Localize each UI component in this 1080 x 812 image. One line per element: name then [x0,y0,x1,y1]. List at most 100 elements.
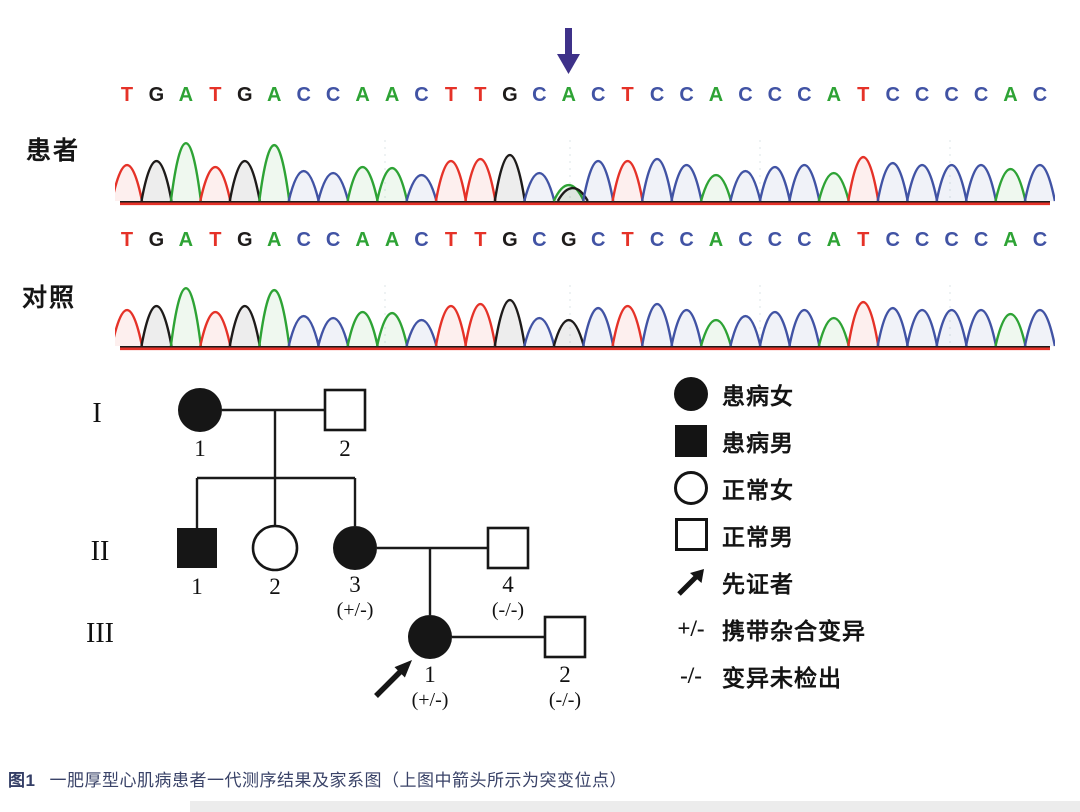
chromatogram-peak [556,186,589,202]
member-II4-genotype: (-/-) [492,599,524,621]
chromatogram-peak [317,171,350,202]
chromatogram-peak [670,164,703,202]
sequence-base-letter: A [826,229,842,251]
sequence-base-letter: C [944,229,959,251]
sequence-base-letter: T [444,84,458,106]
sequence-base-letter: G [237,229,253,251]
sequence-base-letter: C [296,84,311,106]
legend-label: 患病女 [722,382,794,409]
sequence-base-letter: C [296,229,311,251]
legend-label: 正常男 [722,523,794,550]
member-I1-number: 1 [194,436,206,461]
member-II1-number: 1 [191,574,203,599]
chromatogram-peak [758,311,792,347]
chromatogram-peak [523,171,556,202]
member-III2-number: 2 [559,662,571,687]
chromatogram-peak [169,142,203,202]
member-II4-number: 4 [502,572,514,597]
chromatogram-peak [346,166,379,202]
figure-number: 图1 [8,771,36,790]
chromatogram-peak [434,160,468,202]
chromatogram-peak [964,164,998,202]
chromatogram-peak [405,173,438,202]
sequence-base-letter: C [649,84,665,106]
pedigree-lines [195,408,545,639]
sequence-base-letter: C [414,229,429,251]
chromatogram-peak [346,311,379,347]
member-II4-normal-male [486,526,530,570]
figure-caption-text: 一肥厚型心肌病患者一代测序结果及家系图（上图中箭头所示为突变位点） [49,771,627,790]
sequence-base-letter: C [532,229,547,251]
chromatogram-peak [552,318,585,347]
sequence-base-letter: C [679,84,694,106]
sequence-base-letter: C [325,229,341,251]
sequence-base-letter: C [590,229,606,251]
chromatogram-peak [228,160,261,202]
chromatogram-peak [493,298,526,347]
legend-label: 正常女 [722,476,794,503]
sequence-base-letter: C [414,84,429,106]
member-II3-affected-female [333,526,377,570]
chromatogram-peak [640,157,674,202]
chromatogram-peak [817,316,850,347]
legend-item-affected-male: 患病男 [660,417,990,464]
chromatogram-peak [317,316,350,347]
sequence-base-letter: C [679,229,694,251]
sequence-base-letter: A [708,84,724,106]
chromatogram-peak [523,316,556,347]
chromatogram-peak [199,166,232,202]
chromatogram-peak [611,160,644,202]
member-III1-affected-female-proband [408,615,452,659]
chromatogram-peak [994,167,1027,202]
sequence-base-letter: A [267,229,282,251]
sequence-base-letter: A [355,84,370,106]
member-II1-affected-male [177,528,217,568]
chromatogram-peak [699,173,733,202]
sequence-base-letter: G [502,229,518,251]
patient-chromatogram [110,138,1057,208]
sequence-base-letter: A [561,84,576,106]
chromatogram-peak [405,318,438,347]
sequence-base-letter: C [944,84,959,106]
sequence-base-letter: T [209,229,222,251]
chromatogram-peak [199,311,232,347]
sequence-base-letter: A [384,84,400,106]
sequence-base-letter: G [148,229,165,251]
sequence-base-letter: A [708,229,724,251]
sequence-base-letter: C [325,84,341,106]
bottom-edge-strip [190,801,1080,812]
sequence-base-letter: C [885,229,900,251]
generation-label-I: I [92,398,101,429]
chromatogram-peak [464,157,497,202]
chromatogram-peak [964,309,998,347]
proband-arrow-icon [374,660,412,698]
member-II3-genotype: (+/-) [337,599,374,621]
sequence-base-letter: T [621,229,634,251]
sequence-base-letter: A [384,229,400,251]
chromatogram-peak [640,302,674,347]
legend-item-affected-female: 患病女 [660,370,990,417]
chromatogram-peak [847,155,880,202]
chromatogram-peak [258,289,291,347]
sequence-base-letter: T [474,229,487,251]
legend-item-proband: 先证者 [660,558,990,605]
chromatogram-peak [876,307,909,347]
chromatogram-peak [994,312,1027,347]
filled-circle-icon [674,376,708,411]
sequence-base-letter: A [178,229,194,251]
chromatogram-peak [493,153,526,202]
sequence-base-letter: A [355,229,370,251]
chromatogram-peak [935,309,968,347]
sequence-base-letter: C [590,84,606,106]
sequence-base-letter: T [209,84,222,106]
sequence-base-letter: C [797,229,812,251]
legend-item-normal-female: 正常女 [660,464,990,511]
sequence-base-letter: C [1032,84,1048,106]
chromatogram-peak [788,164,821,202]
sequence-base-letter: C [885,84,900,106]
member-I2-number: 2 [339,436,351,461]
chromatogram-peak [434,305,468,347]
legend-label: 携带杂合变异 [722,617,866,644]
member-III2-genotype: (-/-) [549,689,581,711]
